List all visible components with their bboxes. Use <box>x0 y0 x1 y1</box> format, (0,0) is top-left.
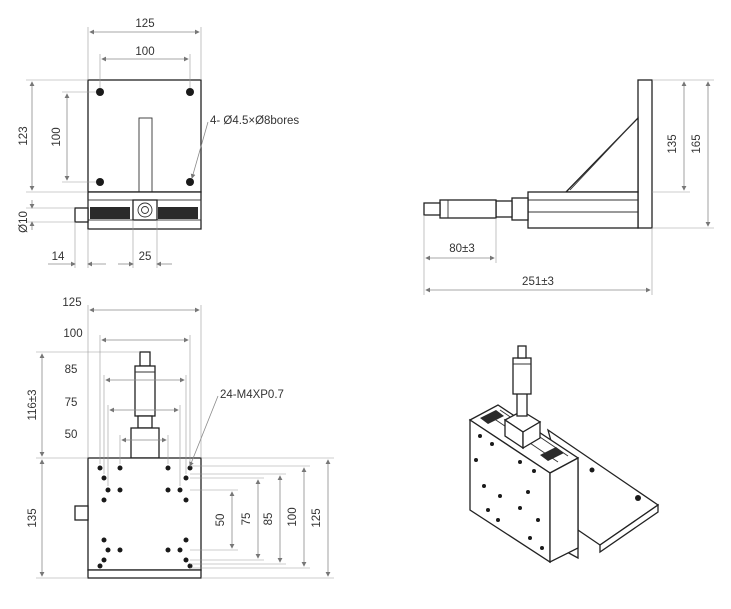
side-micrometer-ratchet <box>423 202 441 216</box>
front-body <box>87 457 202 571</box>
iso-rail-dark-2 <box>540 447 564 461</box>
side-bracket-vertical <box>637 79 653 229</box>
side-view: 135 165 80±3 251±3 <box>423 79 714 295</box>
dim-front-v125: 125 <box>311 508 323 527</box>
dim-front-v50: 50 <box>215 514 227 527</box>
iso-holes <box>474 434 544 550</box>
bore-hole <box>96 88 104 96</box>
bore-hole <box>96 178 104 186</box>
dim-front-w100: 100 <box>63 328 82 340</box>
bore-hole <box>186 88 194 96</box>
dim-knob-diameter: Ø10 <box>18 211 30 233</box>
dim-offset-left: 14 <box>52 251 65 263</box>
top-knob <box>137 202 153 218</box>
iso-stage-side <box>549 456 579 564</box>
dim-front-w75: 75 <box>65 397 78 409</box>
dim-front-height-body: 135 <box>27 508 39 527</box>
dim-front-v100: 100 <box>287 507 299 526</box>
top-plate <box>87 79 202 193</box>
side-micrometer-sleeve <box>495 200 513 218</box>
iso-rail-dark <box>480 410 504 424</box>
front-micrometer-sleeve <box>137 415 153 429</box>
front-view: 125 100 85 75 50 24-M4XP0.7 116±3 135 50 <box>27 297 334 579</box>
dim-front-height-top: 116±3 <box>27 389 39 420</box>
dim-front-w50: 50 <box>65 429 78 441</box>
dim-total-length: 251±3 <box>522 276 554 288</box>
front-micrometer-thimble <box>134 365 156 417</box>
dim-front-w125: 125 <box>62 297 81 309</box>
iso-bracket-base-edge <box>599 503 659 554</box>
isometric-view <box>468 345 660 564</box>
dim-top-width-inner: 100 <box>135 46 154 58</box>
top-side-knob <box>74 207 89 223</box>
front-side-knob <box>74 505 89 521</box>
dim-front-v85: 85 <box>263 513 275 526</box>
dim-knob-width: 25 <box>139 251 152 263</box>
dim-top-width-outer: 125 <box>135 18 154 30</box>
dim-top-height-inner: 100 <box>51 127 63 146</box>
top-rail-left <box>90 207 130 219</box>
iso-mount-side <box>522 420 541 450</box>
top-knob-block <box>132 199 158 221</box>
dim-top-height-outer: 123 <box>18 126 30 145</box>
dim-side-height-inner: 135 <box>667 134 679 153</box>
front-base <box>87 569 202 579</box>
bore-hole <box>186 178 194 186</box>
side-micrometer-mount <box>511 197 529 221</box>
front-micrometer-mount <box>130 427 160 459</box>
iso-micrometer-thimble <box>512 357 532 395</box>
thread-note: 24-M4XP0.7 <box>220 389 284 401</box>
side-stage <box>527 191 639 229</box>
dim-front-v75: 75 <box>241 513 253 526</box>
dim-micrometer-length: 80±3 <box>449 243 475 255</box>
bore-note: 4- Ø4.5×Ø8bores <box>210 115 299 127</box>
front-micrometer-ratchet <box>139 351 151 367</box>
top-knob-inner <box>141 206 149 214</box>
dim-side-height-outer: 165 <box>691 134 703 153</box>
front-holes <box>97 465 193 569</box>
top-rail-right <box>158 207 198 219</box>
dim-front-w85: 85 <box>65 364 78 376</box>
iso-micrometer-ratchet <box>517 345 527 359</box>
top-view: 125 100 123 100 4- Ø4.5×Ø8bores Ø10 14 <box>18 18 299 268</box>
iso-micrometer-sleeve <box>516 391 528 417</box>
